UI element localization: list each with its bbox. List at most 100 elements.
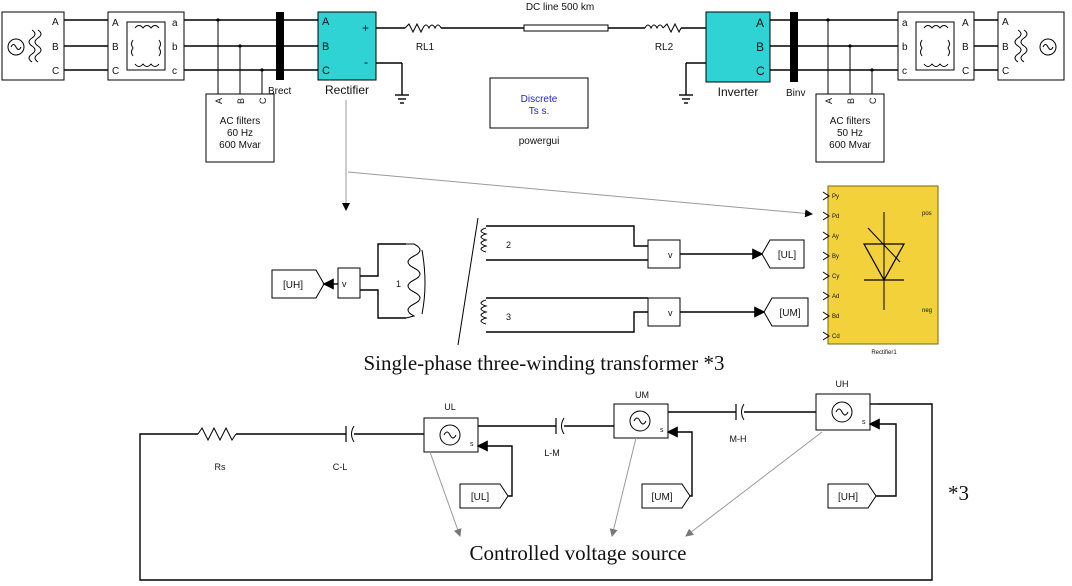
brect-label: Brect: [268, 86, 292, 97]
vm-secondary-2[interactable]: v: [647, 239, 681, 269]
src-left-port-b: B: [52, 42, 59, 53]
ground-left: [395, 94, 409, 104]
ul-source[interactable]: UL s: [423, 402, 479, 453]
mh-capacitor[interactable]: M-H: [730, 403, 747, 444]
vm-primary[interactable]: v: [337, 267, 361, 299]
powergui-line1: Discrete: [521, 94, 558, 105]
rect-minus: -: [364, 55, 368, 69]
dc-line-label: DC line 500 km: [526, 2, 594, 13]
filt-right-line2: 50 Hz: [837, 128, 863, 139]
filt-left-line3: 600 Mvar: [219, 140, 261, 151]
rect1-input-pd: Pd: [832, 214, 839, 220]
rect1-input-py: Py: [832, 194, 839, 200]
td-uh-tag: [UH]: [283, 280, 303, 291]
rect1-input-cy: Cy: [832, 274, 839, 280]
dc-line-block[interactable]: DC line 500 km: [523, 2, 609, 32]
rect-plus: +: [362, 21, 369, 35]
vm2-v: v: [668, 250, 673, 260]
filt-left-port-a: A: [214, 98, 224, 104]
ul-s: s: [470, 441, 474, 448]
ac-filters-left[interactable]: A B C AC filters 60 Hz 600 Mvar: [205, 93, 275, 163]
rect1-input-cd: Cd: [832, 334, 840, 340]
winding-1-label: 1: [396, 279, 401, 289]
um-label: UM: [635, 390, 649, 400]
rect1-input-port: [822, 291, 830, 301]
winding-2[interactable]: 2: [480, 227, 511, 253]
tr-right-in-a: a: [902, 18, 908, 29]
rect-port-c: C: [322, 65, 330, 77]
filt-right-line1: AC filters: [830, 116, 871, 127]
vm-secondary-3[interactable]: v: [647, 297, 681, 327]
rect-port-a: A: [322, 16, 330, 28]
ac-filters-right[interactable]: A B C AC filters 50 Hz 600 Mvar: [815, 93, 885, 163]
rect1-input-port: [822, 311, 830, 321]
tr-left-out-c: c: [172, 66, 177, 77]
ac-source-right[interactable]: A B C: [997, 11, 1065, 81]
thyristor-icon: [862, 212, 906, 310]
rectifier-label: Rectifier: [325, 83, 369, 97]
winding-1[interactable]: 1: [396, 243, 426, 319]
powergui-label: powergui: [519, 136, 560, 147]
controlled-source-caption: Controlled voltage source: [470, 541, 687, 565]
tr-left-out-a: a: [172, 18, 178, 29]
src-left-port-c: C: [52, 66, 59, 77]
hvdc-top-model: A B C A B C a b c: [1, 2, 1065, 163]
transformer-right[interactable]: a b c A B C: [897, 11, 975, 81]
rectifier-block[interactable]: A B C + - Rectifier: [317, 11, 377, 97]
powergui-block[interactable]: Discrete Ts s. powergui: [489, 77, 589, 147]
brect-bus[interactable]: Brect: [268, 12, 292, 97]
rs-label: Rs: [215, 462, 226, 472]
rect1-pos: pos: [922, 211, 932, 217]
um-source[interactable]: UM s: [613, 390, 669, 439]
tr-left-in-c: C: [112, 66, 119, 77]
transformer-caption: Single-phase three-winding transformer *…: [364, 351, 725, 375]
from-um-tag[interactable]: [UM]: [641, 483, 691, 509]
winding-3-label: 3: [506, 312, 511, 322]
tr-right-in-c: c: [902, 66, 907, 77]
tr-right-in-b: b: [902, 42, 908, 53]
lm-capacitor[interactable]: L-M: [544, 417, 565, 458]
inverter-block[interactable]: A B C Inverter: [705, 11, 771, 99]
filt-left-port-c: C: [258, 97, 268, 104]
inv-port-c: C: [756, 64, 765, 78]
rs-resistor[interactable]: Rs: [197, 426, 237, 472]
from-uh-tag[interactable]: [UH]: [827, 483, 877, 509]
filt-right-port-b: B: [846, 98, 856, 104]
rect-port-b: B: [322, 41, 329, 53]
tr-right-out-a: A: [962, 18, 969, 29]
filt-left-line1: AC filters: [220, 116, 261, 127]
uh-source[interactable]: UH s: [815, 379, 871, 431]
rect1-input-ad: Ad: [832, 294, 839, 300]
uh-label: UH: [836, 379, 849, 389]
rect1-input-by: By: [832, 254, 839, 260]
from-ul-tag[interactable]: [UL]: [459, 483, 509, 509]
tr-left-in-a: A: [112, 18, 119, 29]
winding-2-label: 2: [506, 240, 511, 250]
rl2-block[interactable]: RL2: [644, 22, 682, 53]
tr-left-in-b: B: [112, 42, 119, 53]
inv-port-a: A: [756, 16, 764, 30]
ul-goto-tag[interactable]: [UL]: [761, 239, 805, 269]
binv-label: Binv: [786, 88, 805, 99]
rl1-block[interactable]: RL1: [404, 22, 442, 53]
ac-source-left[interactable]: A B C: [1, 11, 65, 81]
cl-capacitor[interactable]: C-L: [333, 425, 355, 472]
rect1-input-port: [822, 211, 830, 221]
binv-bus[interactable]: Binv: [786, 12, 805, 99]
transformer-left[interactable]: A B C a b c: [107, 11, 185, 81]
ul-label: UL: [444, 402, 456, 412]
rect1-input-bd: Bd: [832, 314, 839, 320]
src-right-port-c: C: [1002, 66, 1009, 77]
uh-goto-tag[interactable]: [UH]: [271, 269, 325, 299]
vm-primary-v: v: [342, 279, 347, 289]
winding-3[interactable]: 3: [480, 299, 511, 325]
um-goto-tag[interactable]: [UM]: [763, 297, 809, 327]
inverter-label: Inverter: [718, 85, 759, 99]
uh-s: s: [862, 419, 866, 426]
filt-left-port-b: B: [236, 98, 246, 104]
tr-left-out-b: b: [172, 42, 178, 53]
filt-left-line2: 60 Hz: [227, 128, 253, 139]
